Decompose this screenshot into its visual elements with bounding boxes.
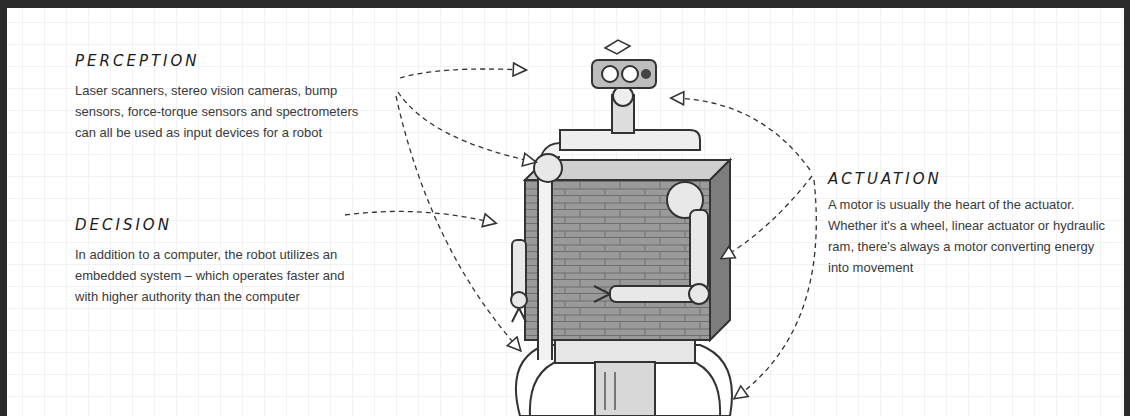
- section-body: A motor is usually the heart of the actu…: [828, 194, 1118, 278]
- section-heading: PERCEPTION: [75, 52, 200, 70]
- section-body: Laser scanners, stereo vision cameras, b…: [75, 80, 380, 143]
- section-heading: ACTUATION: [828, 170, 942, 188]
- section-body: In addition to a computer, the robot uti…: [75, 244, 345, 307]
- section-heading: DECISION: [75, 216, 172, 234]
